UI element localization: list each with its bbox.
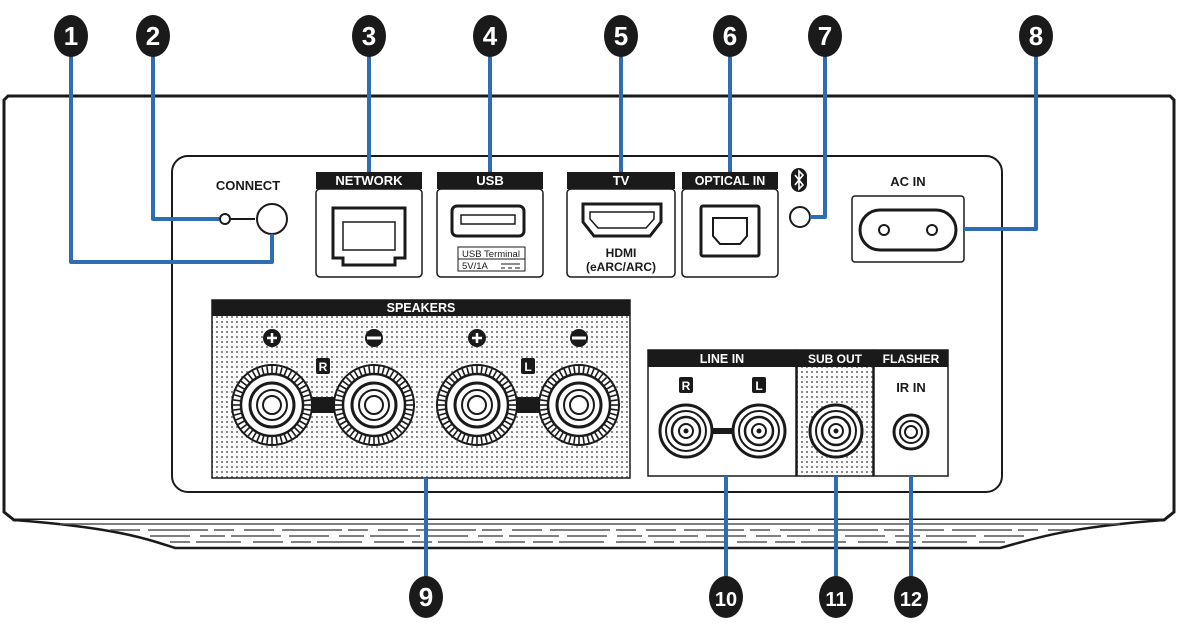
callout-line-1: [69, 50, 274, 264]
speaker-binding-posts: [231, 364, 620, 446]
sub-out-label: SUB OUT: [808, 352, 863, 366]
callout-line-7: [810, 50, 827, 219]
hdmi-section: TV HDMI (eARC/ARC): [566, 172, 676, 278]
callout-line-2: [151, 50, 219, 221]
minus-icon: [365, 329, 383, 347]
sub-out-section: SUB OUT: [796, 349, 874, 477]
optical-port[interactable]: [699, 204, 761, 258]
speaker-left-plus-terminal[interactable]: [436, 364, 518, 446]
callout-marker-9: 9: [409, 576, 443, 618]
callout-number: 4: [483, 21, 498, 51]
callout-number: 9: [419, 582, 433, 612]
callout-number: 1: [64, 21, 78, 51]
callout-number: 7: [818, 21, 832, 51]
speaker-left-minus-terminal[interactable]: [538, 364, 620, 446]
callout-marker-2: 2: [136, 15, 170, 57]
sub-out-jack: [808, 403, 864, 459]
usb-rating-label: 5V/1A: [462, 261, 489, 272]
callout-marker-7: 7: [808, 15, 842, 57]
sub-out-rca-jack[interactable]: [808, 403, 864, 459]
speakers-label: SPEAKERS: [387, 301, 456, 315]
hdmi-port[interactable]: [581, 202, 663, 238]
line-in-left-label: L: [755, 379, 762, 393]
callout-marker-5: 5: [604, 15, 638, 57]
ac-power-inlet[interactable]: [858, 208, 958, 252]
optical-section: OPTICAL IN: [681, 172, 779, 278]
speakers-section: SPEAKERS R L: [211, 299, 631, 479]
callout-number: 12: [900, 589, 922, 611]
callout-marker-1: 1: [54, 15, 88, 57]
connect-button[interactable]: [256, 203, 288, 235]
connect-section: CONNECT: [216, 178, 288, 235]
callout-number: 2: [146, 21, 160, 51]
network-section: NETWORK: [315, 172, 423, 278]
callout-line-8: [964, 50, 1038, 231]
network-label: NETWORK: [335, 173, 403, 188]
plus-icon: [263, 329, 281, 347]
bluetooth-button[interactable]: [789, 206, 811, 228]
base-hatching: [60, 523, 1120, 543]
callout-number: 6: [723, 21, 737, 51]
callout-marker-8: 8: [1019, 15, 1053, 57]
callout-marker-6: 6: [713, 15, 747, 57]
callout-marker-12: 12: [894, 576, 928, 618]
callout-number: 11: [825, 589, 846, 611]
callout-marker-11: 11: [819, 576, 853, 618]
line-in-left-jack[interactable]: [731, 403, 787, 459]
line-in-right-label: R: [682, 379, 691, 393]
hdmi-label: HDMI: [606, 246, 637, 260]
ac-in-section: AC IN: [851, 174, 965, 263]
line-in-jacks: [658, 403, 787, 459]
ir-in-label: IR IN: [896, 380, 926, 395]
plus-icon: [468, 329, 486, 347]
usb-label: USB: [476, 173, 503, 188]
ethernet-port[interactable]: [331, 206, 407, 267]
callout-marker-4: 4: [473, 15, 507, 57]
callout-marker-3: 3: [352, 15, 386, 57]
flasher-label: FLASHER: [883, 352, 940, 366]
callout-number: 10: [715, 589, 737, 611]
usb-section: USB USB Terminal 5V/1A: [436, 172, 544, 278]
line-in-right-jack[interactable]: [658, 403, 714, 459]
connect-indicator-led: [219, 213, 231, 225]
callout-number: 5: [614, 21, 628, 51]
speaker-right-minus-terminal[interactable]: [333, 364, 415, 446]
usb-terminal-label: USB Terminal: [462, 249, 520, 260]
callout-lines: [69, 50, 1038, 583]
optical-in-label: OPTICAL IN: [695, 174, 766, 188]
line-in-section: LINE IN R L: [647, 349, 797, 477]
connect-label: CONNECT: [216, 178, 280, 193]
callout-number: 3: [362, 21, 376, 51]
flasher-section: FLASHER IR IN: [873, 349, 949, 477]
tv-label: TV: [613, 173, 630, 188]
line-in-label: LINE IN: [700, 352, 744, 366]
hdmi-sub-label: (eARC/ARC): [586, 260, 656, 274]
callout-number: 8: [1029, 21, 1043, 51]
ac-in-label: AC IN: [890, 174, 925, 189]
speaker-left-label: L: [524, 360, 531, 374]
callout-marker-10: 10: [709, 576, 743, 618]
speaker-right-label: R: [319, 360, 328, 374]
ir-in-jack[interactable]: [892, 413, 930, 451]
minus-icon: [570, 329, 588, 347]
bluetooth-icon: [791, 168, 807, 192]
speaker-right-plus-terminal[interactable]: [231, 364, 313, 446]
